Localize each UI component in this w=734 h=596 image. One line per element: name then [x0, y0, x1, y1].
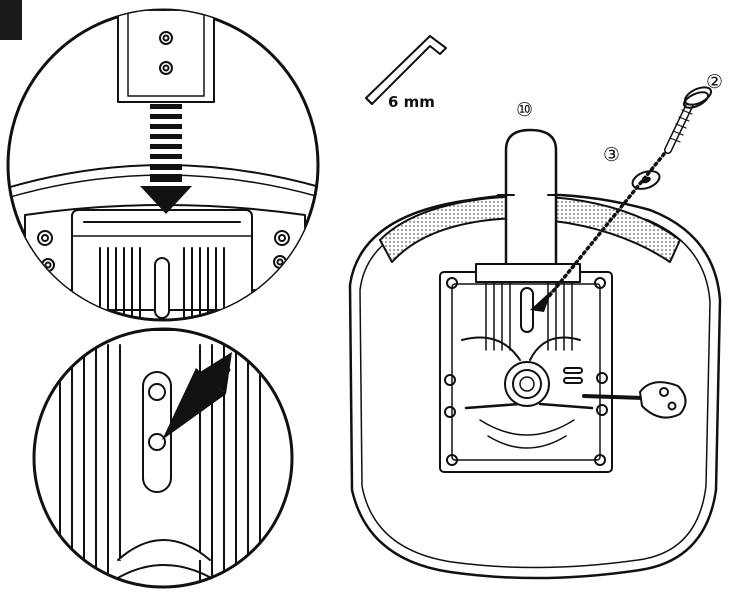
- hex-key-icon: [582, 381, 687, 419]
- detail-circle-bottom: [32, 327, 294, 589]
- screw-icon: [664, 86, 713, 154]
- detail-circle-top: [6, 8, 320, 322]
- callout-screw: ②: [706, 71, 724, 93]
- tool-size-label: 6 mm: [388, 93, 435, 111]
- callout-washer: ③: [603, 144, 621, 166]
- step-number-tab: [0, 0, 22, 40]
- assembly-arrow-head: [530, 290, 552, 312]
- allen-key-icon: [365, 35, 447, 105]
- assembly-dotted-line: [544, 152, 666, 302]
- chair-assembly: [348, 128, 722, 580]
- callout-bracket: ⑩: [516, 99, 534, 121]
